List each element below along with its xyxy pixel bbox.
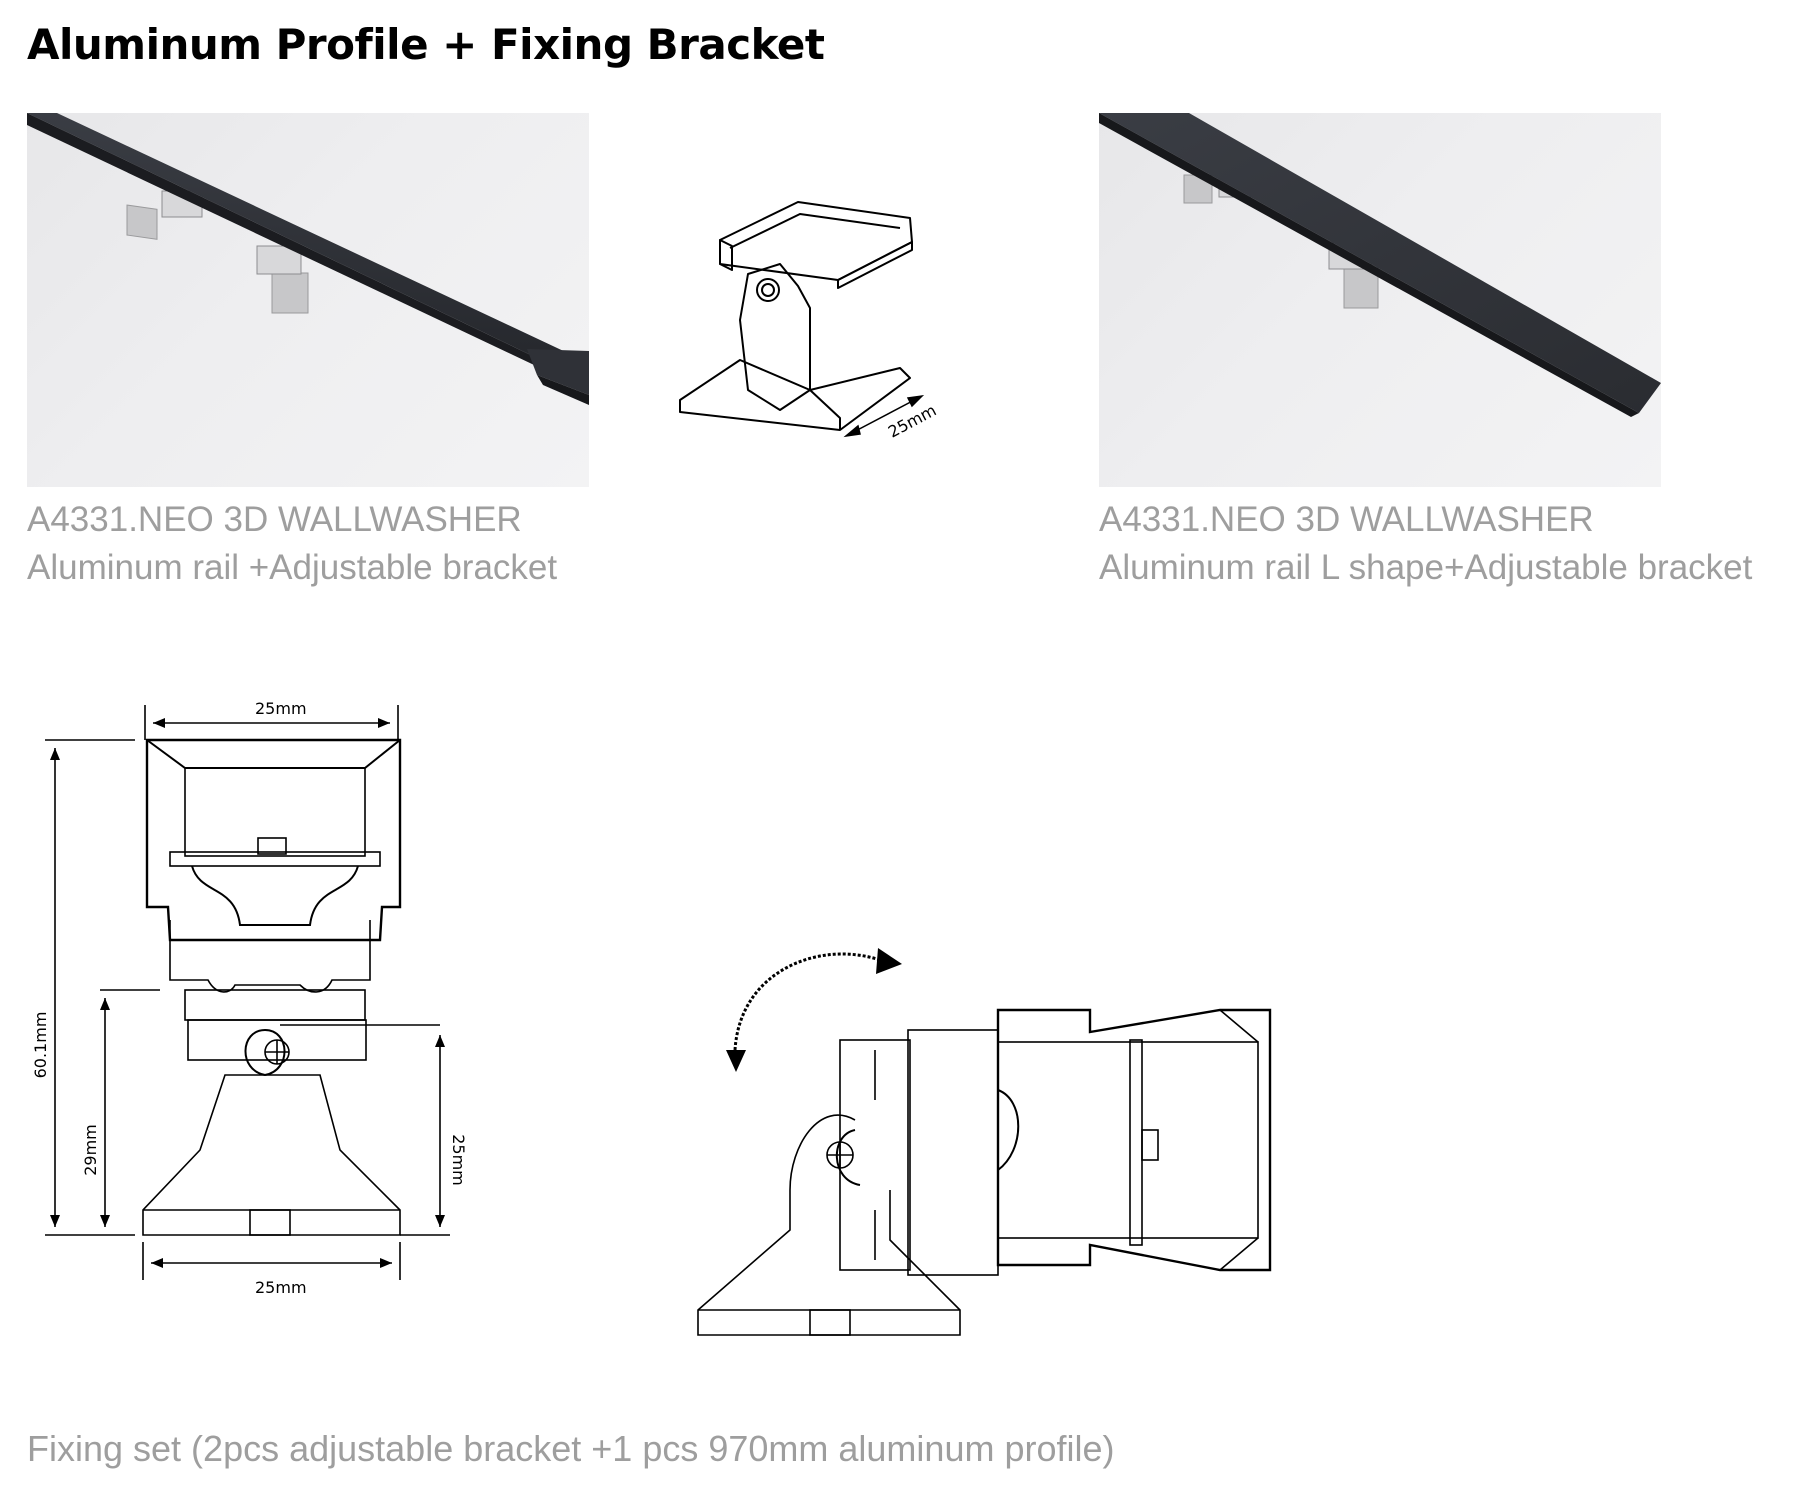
product-name: A4331.NEO 3D WALLWASHER: [1099, 500, 1594, 539]
page-title: Aluminum Profile + Fixing Bracket: [27, 20, 825, 69]
product-photo-rail-l-shape: [1099, 113, 1661, 487]
bracket-2: [256, 245, 309, 314]
total-height-label: 60.1mm: [31, 1012, 50, 1079]
product-description: Aluminum rail L shape+Adjustable bracket: [1099, 548, 1753, 587]
product-description: Aluminum rail +Adjustable bracket: [27, 548, 558, 587]
inner-height-label: 25mm: [449, 1134, 468, 1186]
bracket-isometric-sketch: 25mm: [679, 201, 939, 442]
rail-photo-illustration: [27, 113, 589, 405]
product-caption-1: A4331.NEO 3D WALLWASHER Aluminum rail +A…: [27, 496, 557, 592]
top-width-label: 25mm: [255, 699, 307, 718]
rail-l-photo-illustration: [1099, 113, 1661, 417]
technical-front-drawing: 25mm 25mm 60.1mm 29mm 25mm: [31, 699, 468, 1297]
technical-rotated-drawing: [697, 948, 1272, 1336]
bottom-width-label: 25mm: [255, 1278, 307, 1297]
product-caption-2: A4331.NEO 3D WALLWASHER Aluminum rail L …: [1099, 496, 1752, 592]
bracket-height-label: 29mm: [81, 1124, 100, 1176]
product-name: A4331.NEO 3D WALLWASHER: [27, 500, 522, 539]
fixing-set-caption: Fixing set (2pcs adjustable bracket +1 p…: [27, 1428, 1115, 1469]
product-photo-rail: [27, 113, 589, 487]
